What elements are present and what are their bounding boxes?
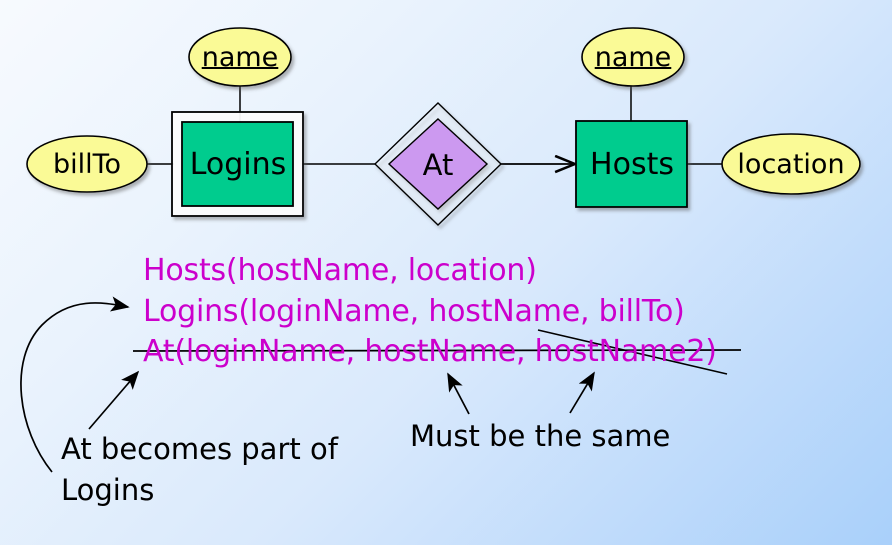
arrow-note-to-at-line bbox=[88, 370, 140, 430]
attribute-location-ellipse[interactable] bbox=[721, 133, 861, 195]
strikeout-annotations bbox=[132, 329, 742, 375]
pointer-arrows bbox=[20, 296, 595, 473]
entity-logins-inner-box bbox=[181, 121, 294, 207]
curved-arrow-at-into-logins bbox=[20, 296, 130, 473]
schema-line-logins: Logins(loginName, hostName, billTo) bbox=[143, 294, 685, 329]
attribute-billto-ellipse[interactable] bbox=[26, 135, 148, 193]
schema-line-at: At(loginName, hostName, hostName2) bbox=[143, 334, 717, 369]
note-must-be-the-same: Must be the same bbox=[410, 419, 671, 453]
relationship-at[interactable] bbox=[373, 102, 503, 226]
entity-hosts-box bbox=[575, 120, 688, 208]
entity-hosts[interactable] bbox=[575, 120, 688, 208]
entity-logins[interactable] bbox=[171, 111, 304, 217]
relationship-at-inner-diamond bbox=[387, 118, 489, 210]
attribute-ellipses bbox=[26, 27, 861, 195]
attribute-logins-name-ellipse[interactable] bbox=[188, 27, 292, 87]
arrow-match-hostname2 bbox=[569, 371, 595, 414]
strikethrough-at-relation bbox=[132, 349, 742, 352]
note-at-becomes-line1: At becomes part of bbox=[61, 432, 338, 466]
attribute-hosts-name-ellipse[interactable] bbox=[581, 27, 685, 87]
arrow-match-hostname bbox=[447, 372, 470, 415]
diagonal-cross-stroke bbox=[537, 329, 728, 375]
schema-line-hosts: Hosts(hostName, location) bbox=[143, 253, 537, 288]
note-at-becomes-line2: Logins bbox=[61, 473, 155, 507]
